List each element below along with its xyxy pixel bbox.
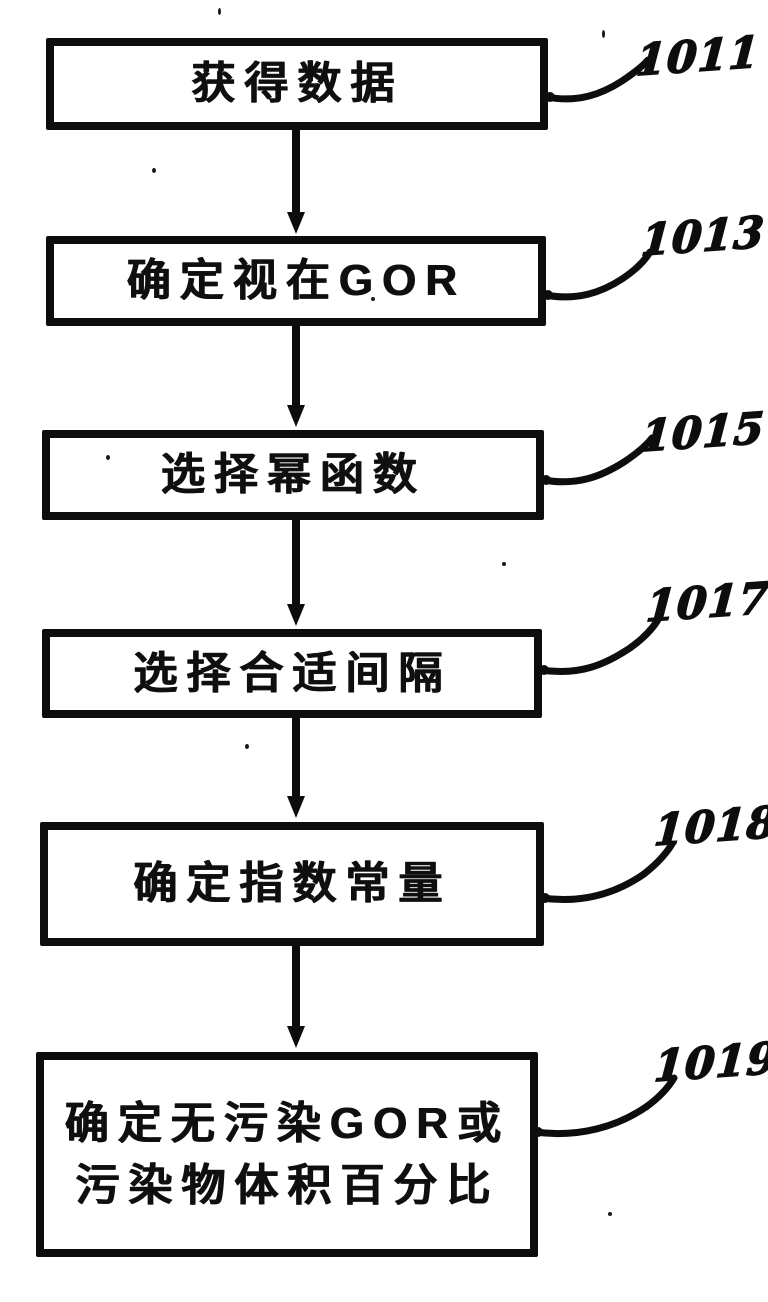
ref-label-1018: 1018 (652, 797, 768, 858)
step-label: 确定指数常量 (133, 859, 451, 908)
step-label: 选择合适间隔 (133, 648, 451, 698)
leader-line-1013 (541, 248, 654, 301)
arrowhead-icon (287, 212, 305, 234)
arrowhead-icon (287, 1026, 305, 1048)
step-label: 选择幂函数 (160, 450, 426, 499)
flow-step-box-1013: 确定视在GOR (46, 236, 546, 326)
step-label-line-2: 污染物体积百分比 (75, 1160, 499, 1210)
step-label: 确定视在GOR (126, 256, 466, 305)
scan-speck (608, 1212, 612, 1216)
ref-label-1013: 1013 (639, 207, 768, 268)
leader-line-1011 (543, 56, 652, 103)
step-label-line-1: 确定无污染GOR或 (64, 1098, 510, 1148)
ref-label-1019: 1019 (652, 1033, 768, 1094)
ref-label-1017: 1017 (644, 573, 768, 634)
leader-line-1015 (539, 434, 656, 486)
arrowhead-icon (287, 796, 305, 818)
scan-speck (218, 8, 221, 15)
step-label: 获得数据 (191, 59, 403, 108)
ref-label-1011: 1011 (634, 27, 763, 88)
leader-line-1018 (538, 840, 676, 904)
flow-step-box-1015: 选择幂函数 (42, 430, 544, 520)
flow-step-box-1011: 获得数据 (46, 38, 548, 130)
flow-step-box-1019: 确定无污染GOR或 污染物体积百分比 (36, 1052, 538, 1257)
scan-speck (106, 455, 110, 460)
leader-line-1019 (531, 1074, 678, 1138)
scan-speck (602, 30, 605, 38)
leader-line-1017 (537, 612, 664, 676)
scan-speck (502, 562, 506, 566)
arrowhead-icon (287, 405, 305, 427)
ref-label-1015: 1015 (639, 403, 768, 464)
flow-step-box-1017: 选择合适间隔 (42, 629, 542, 718)
flow-step-box-1018: 确定指数常量 (40, 822, 544, 946)
scan-speck (245, 744, 249, 749)
scan-speck (371, 297, 375, 301)
arrowhead-icon (287, 604, 305, 626)
scan-speck (152, 168, 156, 173)
